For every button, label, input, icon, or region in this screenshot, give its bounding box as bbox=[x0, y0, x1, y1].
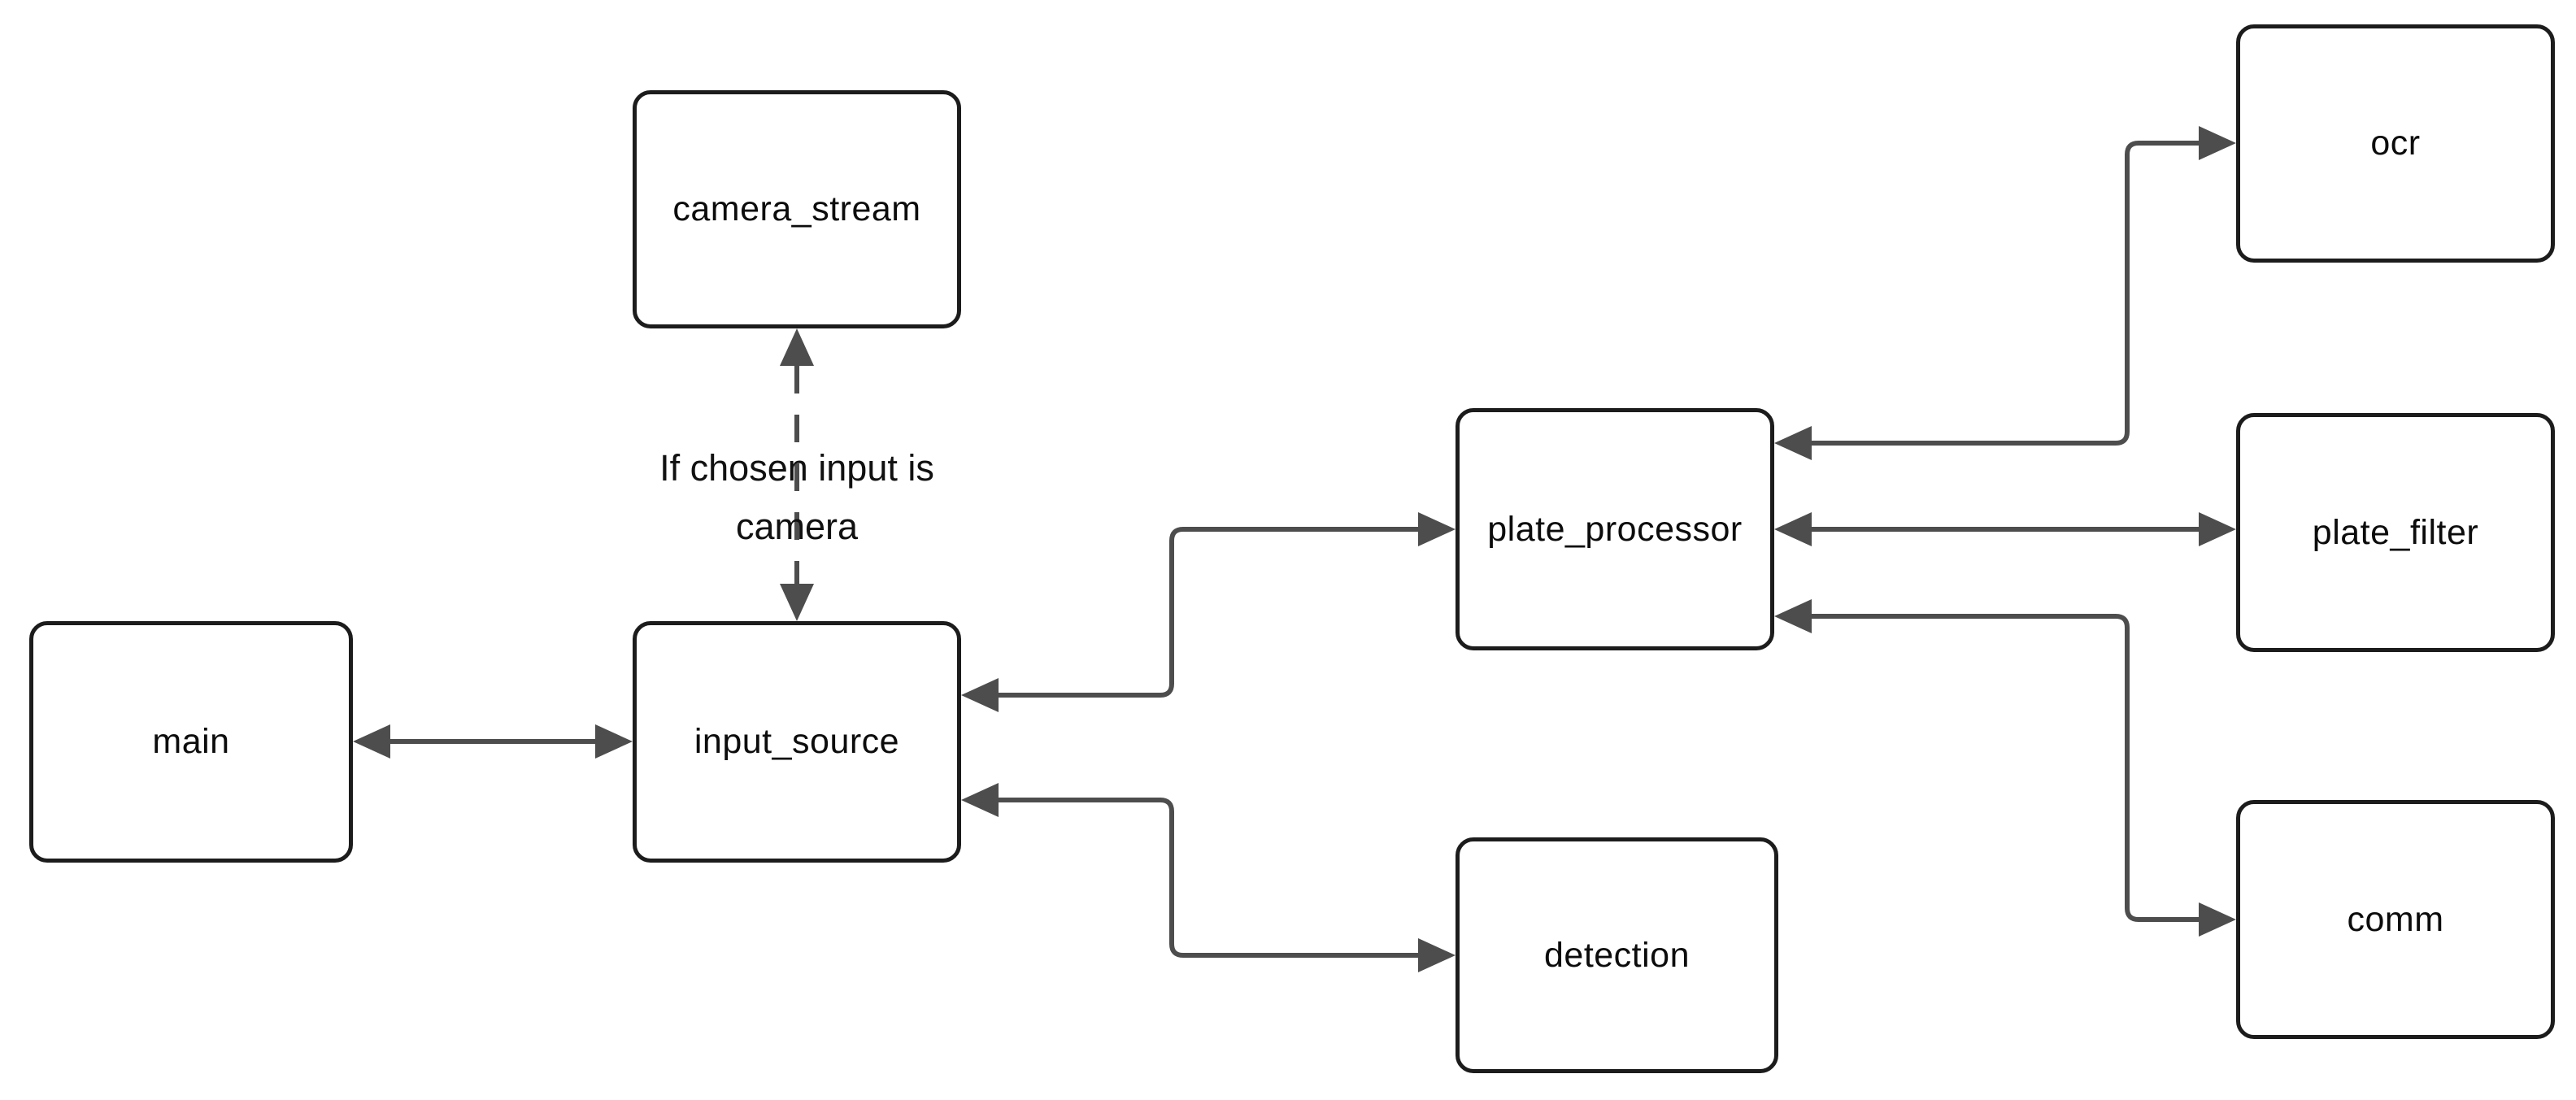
edge-plate_processor-ocr bbox=[1774, 126, 2236, 460]
arrowhead bbox=[1774, 512, 1812, 546]
node-ocr[interactable]: ocr bbox=[2236, 24, 2555, 263]
node-comm[interactable]: comm bbox=[2236, 800, 2555, 1039]
arrowhead bbox=[595, 724, 633, 759]
arrowhead bbox=[961, 678, 999, 712]
node-label-plate_filter: plate_filter bbox=[2312, 512, 2479, 552]
arrowhead bbox=[2199, 902, 2236, 937]
arrowhead bbox=[1774, 426, 1812, 460]
node-main[interactable]: main bbox=[29, 621, 353, 863]
node-label-ocr: ocr bbox=[2370, 124, 2421, 163]
edge-line-input_source-detection bbox=[999, 798, 1418, 958]
edge-label-input_source-camera_stream: If chosen input is camera bbox=[659, 447, 934, 547]
arrowhead bbox=[780, 584, 814, 621]
node-label-input_source: input_source bbox=[694, 722, 900, 761]
node-camera_stream[interactable]: camera_stream bbox=[633, 90, 961, 328]
edge-line-plate_processor-ocr bbox=[1812, 141, 2199, 446]
arrowhead bbox=[961, 783, 999, 817]
edge-input_source-detection bbox=[961, 783, 1456, 972]
edge-input_source-camera_stream bbox=[780, 328, 814, 621]
node-detection[interactable]: detection bbox=[1456, 837, 1778, 1073]
node-plate_processor[interactable]: plate_processor bbox=[1456, 408, 1774, 650]
edge-line-plate_processor-comm bbox=[1812, 614, 2199, 922]
node-plate_filter[interactable]: plate_filter bbox=[2236, 413, 2555, 652]
arrowhead bbox=[1418, 938, 1456, 972]
arrowhead bbox=[2199, 126, 2236, 160]
edge-main-input_source bbox=[353, 724, 633, 759]
node-label-main: main bbox=[152, 722, 230, 761]
edge-plate_processor-comm bbox=[1774, 599, 2236, 937]
edge-input_source-plate_processor bbox=[961, 512, 1456, 712]
arrowhead bbox=[1418, 512, 1456, 546]
arrowhead bbox=[780, 328, 814, 366]
node-label-camera_stream: camera_stream bbox=[672, 189, 921, 228]
node-label-plate_processor: plate_processor bbox=[1487, 509, 1743, 549]
node-label-comm: comm bbox=[2347, 899, 2444, 939]
arrowhead bbox=[353, 724, 390, 759]
edge-plate_processor-plate_filter bbox=[1774, 512, 2236, 546]
node-input_source[interactable]: input_source bbox=[633, 621, 961, 863]
node-label-detection: detection bbox=[1543, 935, 1690, 975]
arrowhead bbox=[2199, 512, 2236, 546]
arrowhead bbox=[1774, 599, 1812, 633]
edge-line-input_source-plate_processor bbox=[999, 527, 1418, 698]
